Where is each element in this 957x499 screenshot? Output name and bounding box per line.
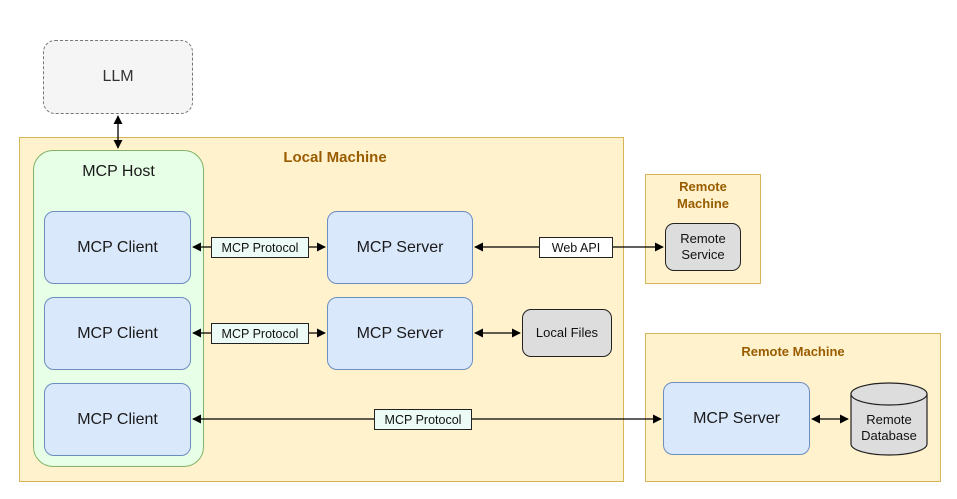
protocol-label-1: MCP Protocol [211,237,309,258]
mcp-server-1-label: MCP Server [356,238,444,256]
mcp-server-1: MCP Server [327,211,473,284]
mcp-host-title: MCP Host [82,163,155,180]
mcp-server-remote-label: MCP Server [693,409,780,427]
remote-service-line1: Remote [680,230,726,246]
remote-machine-top-title-line2: Machine [676,196,729,211]
mcp-server-2-label: MCP Server [356,324,444,342]
mcp-client-3-label: MCP Client [77,410,158,428]
remote-machine-bottom-title: Remote Machine [741,343,845,359]
remote-service-line2: Service [681,247,725,262]
remote-database-line2: Database [861,428,917,443]
web-api-label: Web API [539,237,613,258]
mcp-client-2-label: MCP Client [77,324,158,342]
mcp-client-3: MCP Client [44,383,191,456]
mcp-client-1: MCP Client [44,211,191,284]
mcp-client-2: MCP Client [44,297,191,370]
protocol-label-3: MCP Protocol [374,409,472,430]
database-icon [850,382,928,456]
remote-database-label: Remote Database [850,408,928,448]
local-machine-title: Local Machine [283,148,387,166]
protocol-label-2: MCP Protocol [211,323,309,344]
remote-database-line1: Remote [866,411,912,427]
llm-label: LLM [102,68,134,85]
remote-service: Remote Service [665,223,741,271]
local-files: Local Files [522,309,612,357]
local-files-label: Local Files [535,324,599,340]
remote-machine-top-title: Remote Machine [645,178,761,214]
llm-node: LLM [43,40,193,114]
mcp-server-2: MCP Server [327,297,473,370]
mcp-server-remote: MCP Server [663,382,810,455]
remote-machine-top-title-line1: Remote [679,179,727,195]
mcp-client-1-label: MCP Client [77,238,158,256]
